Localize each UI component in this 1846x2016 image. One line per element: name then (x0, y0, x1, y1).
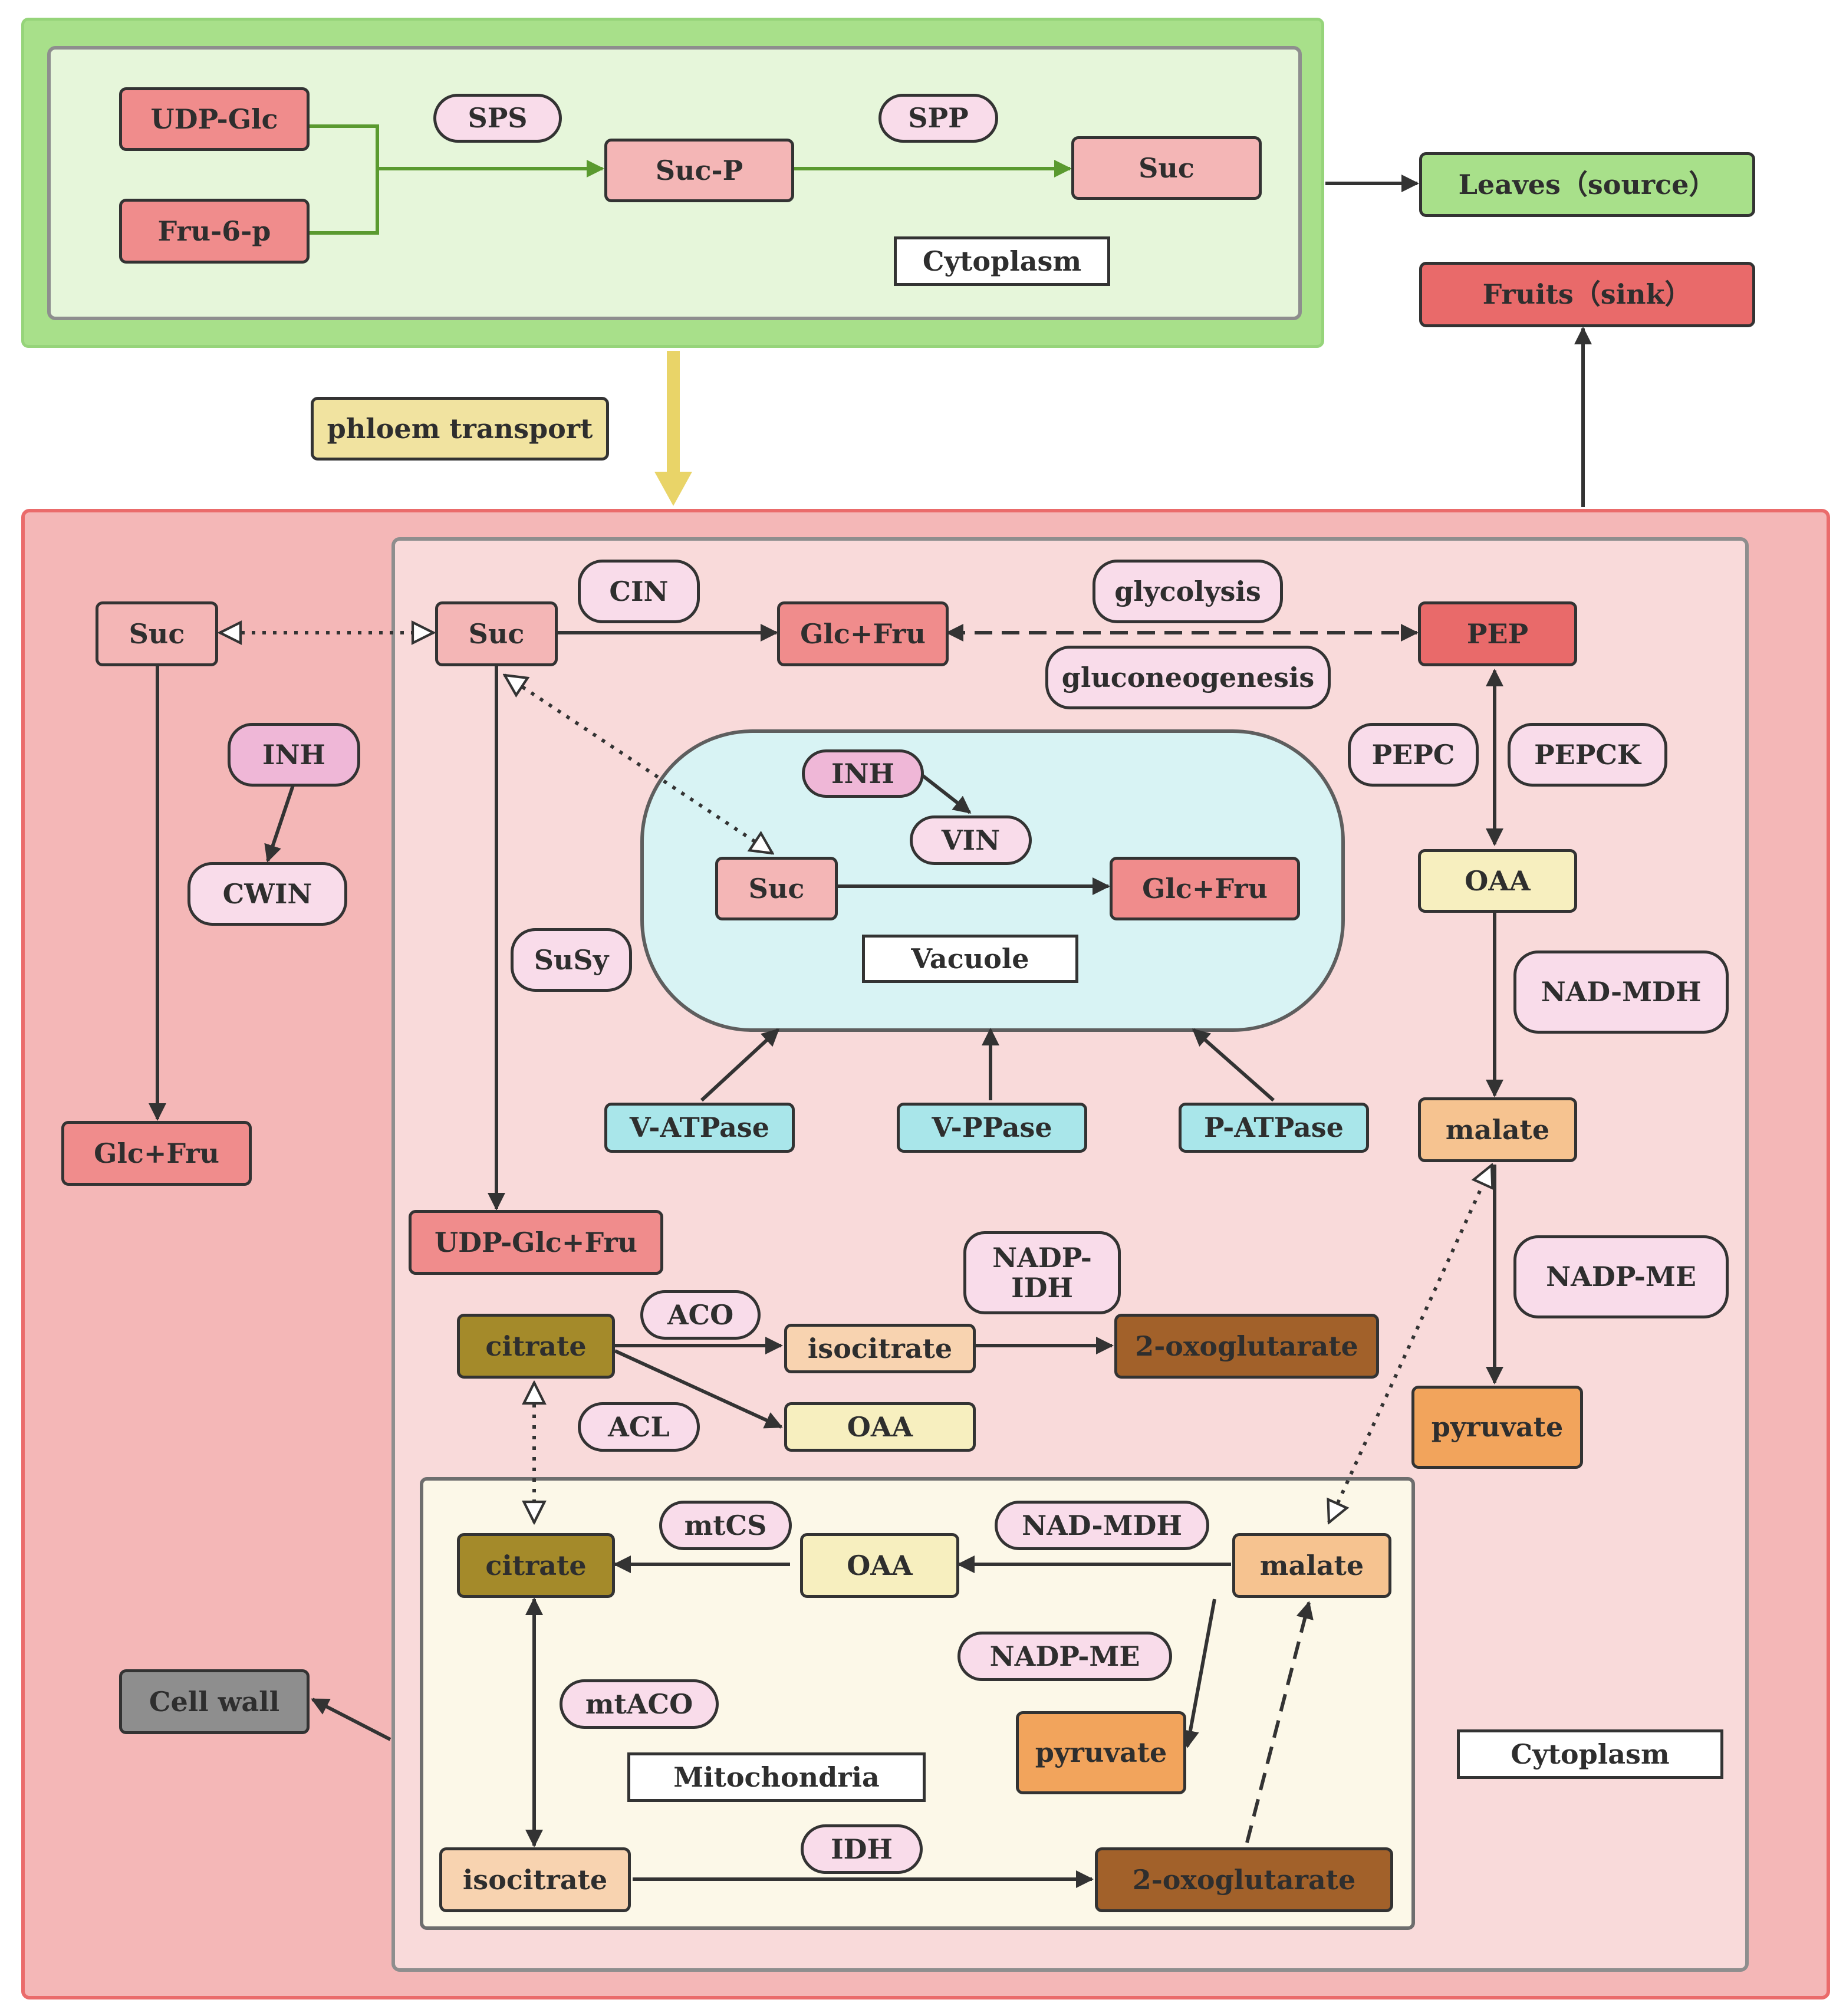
susy-enzyme: SuSy (511, 928, 632, 992)
vacuole-label: Vacuole (862, 935, 1078, 983)
gluconeogenesis-label: gluconeogenesis (1045, 646, 1331, 709)
cytoplasm-nadp-me-enzyme: NADP-ME (1513, 1235, 1729, 1318)
mito-oxoglutarate-node: 2-oxoglutarate (1095, 1847, 1393, 1912)
cytoplasm-glc-fru-node: Glc+Fru (777, 601, 949, 666)
cell-wall-node: Cell wall (119, 1669, 310, 1734)
vacuole-glc-fru-node: Glc+Fru (1110, 857, 1300, 920)
mtcs-enzyme: mtCS (659, 1501, 792, 1550)
cytoplasm-label: Cytoplasm (1457, 1729, 1723, 1779)
leaves-source-node: Leaves（source） (1419, 152, 1755, 217)
cytoplasm-citrate-node: citrate (457, 1314, 615, 1379)
leaf-cytoplasm-label: Cytoplasm (894, 236, 1110, 286)
fruits-sink-node: Fruits（sink） (1419, 262, 1755, 327)
p-atpase-pump: P-ATPase (1179, 1103, 1369, 1153)
mito-oaa-node: OAA (800, 1533, 959, 1598)
mito-nadp-me-enzyme: NADP-ME (957, 1632, 1172, 1681)
cytoplasm-pyruvate-node: pyruvate (1411, 1386, 1583, 1469)
sps-enzyme: SPS (433, 94, 562, 143)
mito-isocitrate-node: isocitrate (439, 1847, 631, 1912)
suc-p-node: Suc-P (604, 139, 794, 202)
idh-enzyme: IDH (801, 1824, 923, 1874)
mtaco-enzyme: mtACO (560, 1679, 719, 1729)
mitochondria-label: Mitochondria (627, 1752, 926, 1802)
apoplast-suc-node: Suc (96, 601, 218, 666)
apoplast-inh-enzyme: INH (228, 723, 360, 787)
cwin-enzyme: CWIN (187, 862, 347, 926)
spp-enzyme: SPP (878, 94, 998, 143)
cytoplasm-suc-node: Suc (435, 601, 558, 666)
phloem-transport-label: phloem transport (311, 397, 609, 461)
mito-malate-node: malate (1232, 1533, 1391, 1598)
nadp-idh-line-1: NADP- (992, 1241, 1092, 1274)
mito-nad-mdh-enzyme: NAD-MDH (995, 1501, 1209, 1550)
nadp-idh-line-2: IDH (1011, 1271, 1073, 1304)
cin-enzyme: CIN (578, 560, 700, 623)
acl-enzyme: ACL (578, 1402, 700, 1452)
vin-enzyme: VIN (910, 815, 1032, 865)
nadp-idh-enzyme: NADP- IDH (963, 1231, 1121, 1314)
mito-pyruvate-node: pyruvate (1016, 1711, 1186, 1794)
v-atpase-pump: V-ATPase (604, 1103, 795, 1153)
cytoplasm-oaa-2-node: OAA (784, 1402, 976, 1452)
cytoplasm-malate-node: malate (1418, 1097, 1577, 1162)
v-ppase-pump: V-PPase (897, 1103, 1087, 1153)
apoplast-glc-fru-node: Glc+Fru (61, 1121, 252, 1186)
pepc-enzyme: PEPC (1348, 723, 1479, 787)
cytoplasm-nad-mdh-enzyme: NAD-MDH (1513, 951, 1729, 1034)
fru-6-p-node: Fru-6-p (119, 199, 310, 264)
phloem-arrow-head (654, 472, 692, 506)
udp-glc-node: UDP-Glc (119, 87, 310, 151)
vacuole-suc-node: Suc (715, 857, 838, 920)
cytoplasm-oaa-node: OAA (1418, 849, 1577, 913)
pep-node: PEP (1418, 601, 1577, 666)
mito-citrate-node: citrate (457, 1533, 615, 1598)
pepck-enzyme: PEPCK (1508, 723, 1667, 787)
leaf-suc-node: Suc (1071, 136, 1262, 200)
cytoplasm-isocitrate-node: isocitrate (784, 1324, 976, 1373)
udp-glc-fru-node: UDP-Glc+Fru (409, 1210, 663, 1275)
aco-enzyme: ACO (640, 1290, 761, 1340)
cytoplasm-oxoglutarate-node: 2-oxoglutarate (1114, 1314, 1379, 1379)
glycolysis-label: glycolysis (1093, 560, 1283, 623)
vacuole-inh-enzyme: INH (802, 749, 924, 798)
